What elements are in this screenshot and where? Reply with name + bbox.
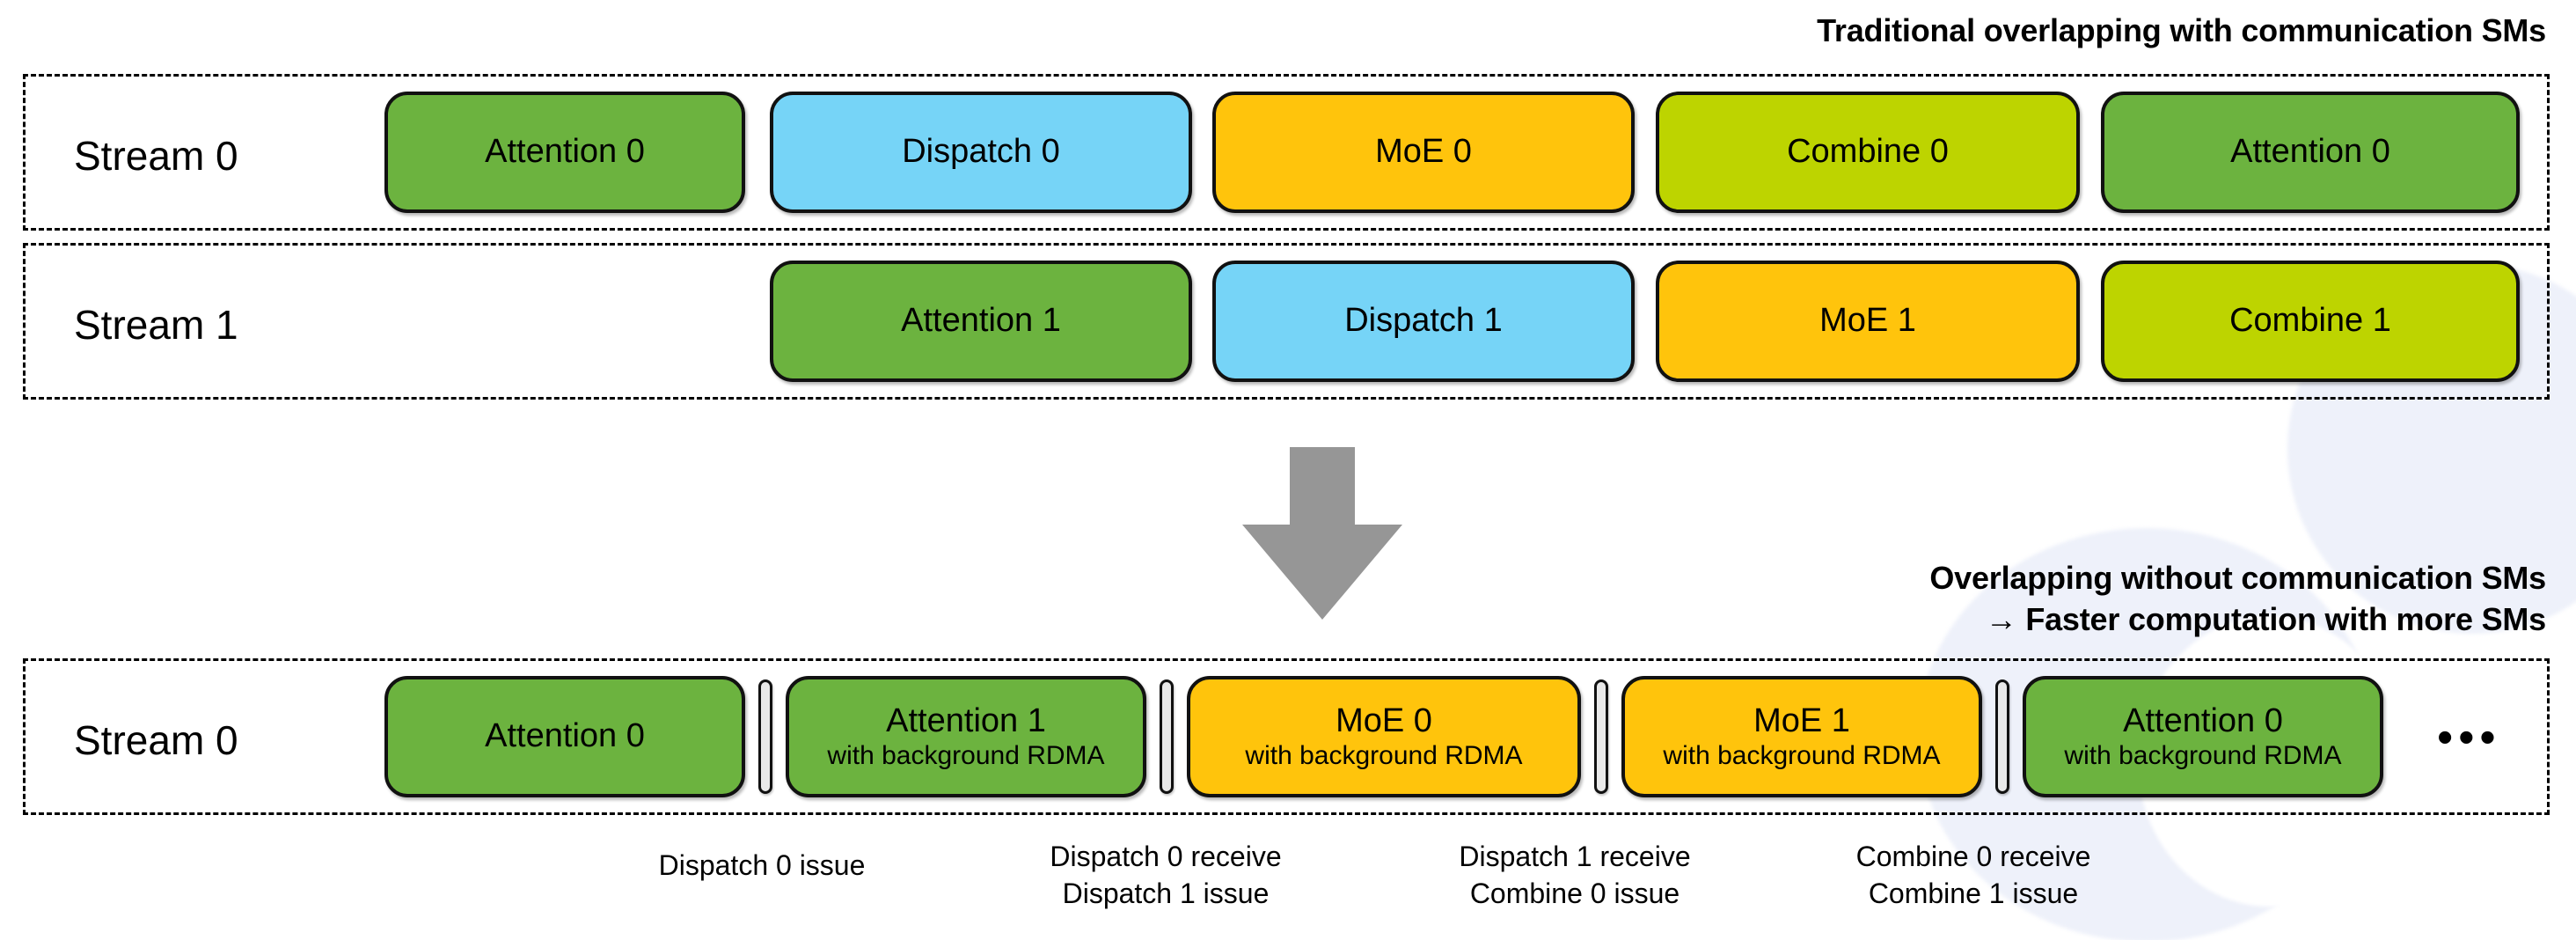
- stream-container-top-0: [23, 74, 2550, 231]
- block-separator-4: [1995, 679, 2009, 794]
- stream-label-bottom-0: Stream 0: [74, 717, 238, 763]
- block-combine-0-s0[interactable]: Combine 0: [1656, 92, 2080, 213]
- block-title: MoE 0: [1375, 133, 1472, 171]
- block-attention-0-s0-second[interactable]: Attention 0: [2101, 92, 2520, 213]
- block-moe-0-s0[interactable]: MoE 0: [1212, 92, 1635, 213]
- block-attention-1-s1[interactable]: Attention 1: [770, 261, 1192, 382]
- block-moe-1-s1[interactable]: MoE 1: [1656, 261, 2080, 382]
- event-annotation-2: Dispatch 0 receive Dispatch 1 issue: [1050, 838, 1281, 912]
- stream-label-top-1: Stream 1: [74, 302, 238, 348]
- stream-container-bottom-0: [23, 658, 2550, 815]
- block-title: Attention 0: [2123, 701, 2283, 739]
- block-title: Attention 1: [901, 302, 1061, 340]
- block-title: MoE 1: [1819, 302, 1916, 340]
- bottom-caption-line-2: → Faster computation with more SMs: [1985, 600, 2546, 637]
- block-subtitle: with background RDMA: [2064, 740, 2342, 770]
- block-subtitle: with background RDMA: [1245, 740, 1523, 770]
- block-title: Attention 0: [2230, 133, 2390, 171]
- block-separator-1: [758, 679, 772, 794]
- event-line-1: Combine 0 receive: [1855, 841, 2091, 872]
- top-section-caption: Traditional overlapping with communicati…: [1817, 12, 2546, 48]
- block-separator-2: [1160, 679, 1174, 794]
- block-subtitle: with background RDMA: [1663, 740, 1941, 770]
- block-title: Combine 1: [2229, 302, 2391, 340]
- event-line-2: Dispatch 1 issue: [1062, 878, 1270, 910]
- block-combine-1-s1[interactable]: Combine 1: [2101, 261, 2520, 382]
- block-title: Dispatch 0: [902, 133, 1060, 171]
- stream-container-top-1: [23, 243, 2550, 400]
- block-title: MoE 1: [1753, 701, 1850, 739]
- ellipsis-indicator: •••: [2437, 712, 2501, 763]
- event-line-1: Dispatch 1 receive: [1459, 841, 1691, 872]
- block-title: MoE 0: [1336, 701, 1432, 739]
- block-subtitle: with background RDMA: [827, 740, 1105, 770]
- event-annotation-1: Dispatch 0 issue: [659, 847, 866, 884]
- stream-label-top-0: Stream 0: [74, 133, 238, 179]
- block-dispatch-0-s0[interactable]: Dispatch 0: [770, 92, 1192, 213]
- block-bottom-attention-0[interactable]: Attention 0: [384, 676, 745, 797]
- block-title: Attention 1: [886, 701, 1046, 739]
- bottom-caption-line-1: Overlapping without communication SMs: [1929, 560, 2546, 596]
- block-title: Attention 0: [485, 133, 645, 171]
- block-title: Attention 0: [485, 717, 645, 755]
- event-annotation-3: Dispatch 1 receive Combine 0 issue: [1459, 838, 1690, 912]
- event-line-1: Dispatch 0 receive: [1050, 841, 1282, 872]
- event-annotation-4: Combine 0 receive Combine 1 issue: [1856, 838, 2091, 912]
- event-line-2: Combine 0 issue: [1469, 878, 1680, 910]
- block-title: Dispatch 1: [1344, 302, 1503, 340]
- block-dispatch-1-s1[interactable]: Dispatch 1: [1212, 261, 1635, 382]
- block-attention-0-s0[interactable]: Attention 0: [384, 92, 745, 213]
- block-bottom-attention-0-second[interactable]: Attention 0 with background RDMA: [2023, 676, 2383, 797]
- block-bottom-moe-0[interactable]: MoE 0 with background RDMA: [1187, 676, 1581, 797]
- bottom-section-caption: Overlapping without communication SMs → …: [1929, 558, 2546, 641]
- event-line-1: Dispatch 0 issue: [658, 849, 866, 881]
- block-bottom-moe-1[interactable]: MoE 1 with background RDMA: [1621, 676, 1982, 797]
- down-arrow-icon: [1230, 447, 1415, 623]
- block-separator-3: [1594, 679, 1608, 794]
- event-line-2: Combine 1 issue: [1868, 878, 2079, 910]
- block-bottom-attention-1[interactable]: Attention 1 with background RDMA: [786, 676, 1146, 797]
- block-title: Combine 0: [1787, 133, 1949, 171]
